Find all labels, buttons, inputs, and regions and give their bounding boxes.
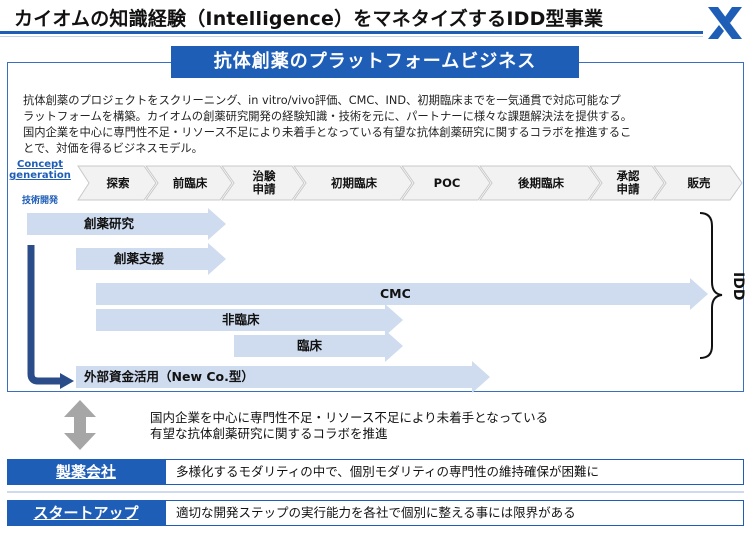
stage-label: 治験 申請: [252, 169, 276, 196]
double-arrow-icon: [64, 400, 96, 450]
stage-label: POC: [433, 175, 461, 190]
title-underline-thin: [0, 36, 703, 37]
bar-label-drug-support: 創薬支援: [114, 251, 165, 266]
tech-development-label: 技術開発: [21, 196, 58, 206]
row-text-pharma: 多様化するモダリティの中で、個別モダリティの専門性の維持確保が困難に: [165, 459, 744, 485]
collaboration-note: 国内企業を中心に専門性不足・リソース不足により未着手となっている 有望な抗体創薬…: [150, 410, 548, 442]
stage-label: 初期臨床: [331, 175, 377, 190]
description-line: とで、対価を得るビジネスモデル。: [23, 142, 203, 155]
bar-label-cmc: CMC: [380, 286, 411, 301]
description-line: 抗体創薬のプロジェクトをスクリーニング、in vitro/vivo評価、CMC、…: [23, 94, 621, 107]
collaboration-note-line: 国内企業を中心に専門性不足・リソース不足により未着手となっている: [150, 410, 549, 425]
description-line: 国内企業を中心に専門性不足・リソース不足により未着手となっている有望な抗体創薬研…: [23, 126, 632, 139]
stage-label: 販売: [687, 175, 711, 190]
company-logo-icon: [706, 4, 744, 42]
stage-label: 前臨床: [172, 175, 208, 190]
concept-line2: generation: [9, 170, 71, 181]
bar-label-drug-discovery: 創薬研究: [84, 216, 135, 231]
bar-label-nonclinical: 非臨床: [222, 312, 260, 327]
platform-business-banner: 抗体創薬のプラットフォームビジネス: [171, 46, 579, 78]
concept-line1: Concept: [17, 159, 63, 170]
row-text-startup: 適切な開発ステップの実行能力を各社で個別に整える事には限界がある: [165, 500, 744, 526]
title-underline: [0, 31, 703, 34]
row-label-startup: スタートアップ: [7, 500, 165, 526]
business-description: 抗体創薬のプロジェクトをスクリーニング、in vitro/vivo評価、CMC、…: [23, 93, 741, 157]
concept-generation-label: Concept generation: [8, 159, 72, 181]
page-title: カイオムの知識経験（Intelligence）をマネタイズするIDD型事業: [14, 8, 604, 30]
stage-label: 後期臨床: [518, 175, 564, 190]
bar-label-clinical: 臨床: [297, 338, 323, 353]
idd-label: IDD: [730, 272, 746, 301]
stage-label: 探索: [106, 175, 130, 190]
row-label-pharma: 製薬会社: [7, 459, 165, 485]
description-line: ラットフォームを構築。カイオムの創薬研究開発の経験知識・技術を元に、パートナーに…: [23, 110, 633, 123]
bar-label-external-funding: 外部資金活用（New Co.型）: [84, 369, 254, 384]
stage-label: 承認 申請: [616, 169, 640, 196]
collaboration-note-line: 有望な抗体創薬研究に関するコラボを推進: [150, 426, 388, 441]
